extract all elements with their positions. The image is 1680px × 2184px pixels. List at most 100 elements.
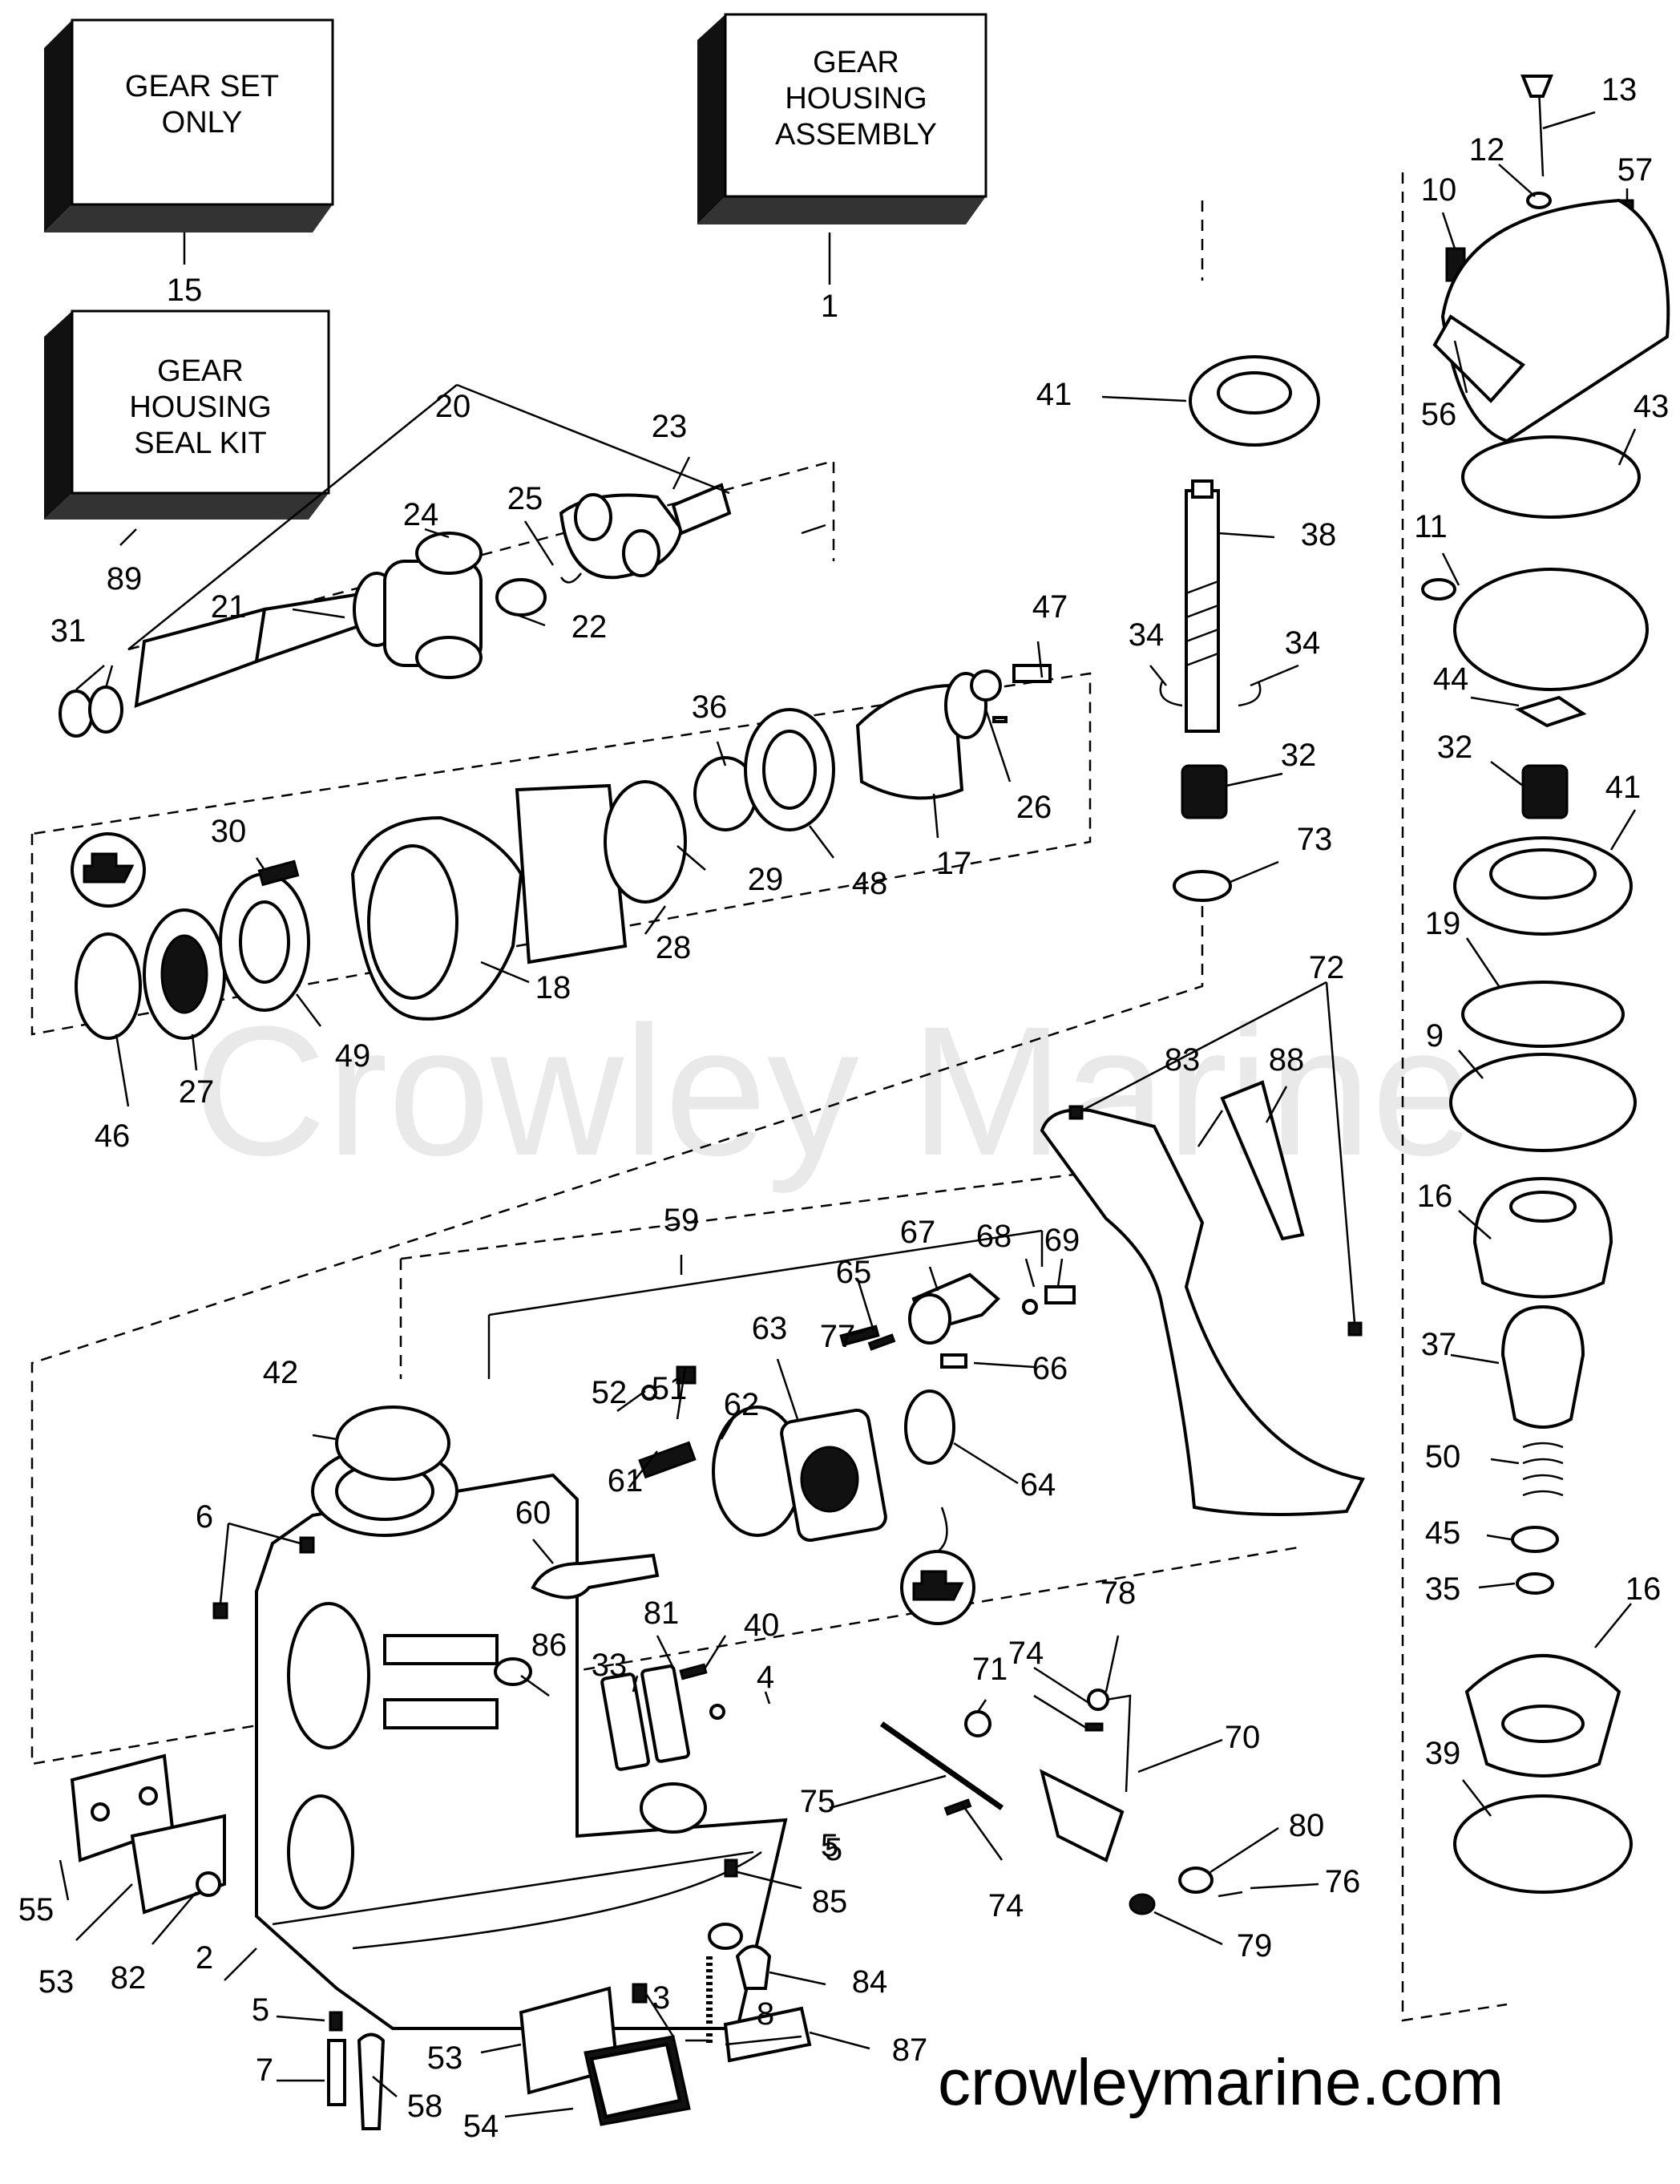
- callout-76: 76: [1325, 1864, 1361, 1899]
- callout-60: 60: [515, 1495, 551, 1531]
- callout-10: 10: [1421, 172, 1457, 208]
- drive-shaft-assembly: [134, 483, 732, 709]
- callout-24: 24: [403, 497, 439, 532]
- callout-77: 77: [820, 1319, 856, 1354]
- callout-7: 7: [256, 2053, 273, 2088]
- bottom-parts: [70, 1753, 812, 2130]
- callout-11: 11: [1414, 509, 1448, 544]
- callout-64: 64: [1020, 1467, 1056, 1503]
- callout-78: 78: [1100, 1575, 1137, 1611]
- callout-46: 46: [95, 1118, 131, 1154]
- callout-23: 23: [652, 409, 688, 444]
- callout-28: 28: [656, 930, 692, 965]
- callout-38: 38: [1301, 517, 1337, 552]
- bolt-30: [257, 859, 300, 887]
- plug-6b: [212, 1602, 228, 1620]
- callout-63: 63: [752, 1311, 788, 1346]
- callout-8: 8: [757, 1996, 774, 2032]
- callout-16b: 16: [1625, 1571, 1662, 1607]
- gear-housing-body: [255, 1446, 788, 2030]
- callout-86: 86: [531, 1628, 567, 1663]
- box-89-line-2: HOUSING: [129, 390, 271, 424]
- cover-plates: [600, 1663, 725, 1771]
- callout-88: 88: [1269, 1042, 1305, 1078]
- callout-87: 87: [892, 2032, 928, 2068]
- callout-labels: 1 2 3 4 5 5 5 6 7 8 9 10 11 12 13 15 16 …: [18, 72, 1670, 2144]
- callout-9: 9: [1426, 1018, 1444, 1054]
- callout-6: 6: [196, 1499, 213, 1535]
- callout-16a: 16: [1417, 1179, 1453, 1214]
- callout-32a: 32: [1281, 738, 1317, 773]
- callout-32b: 32: [1437, 730, 1473, 765]
- callout-54: 54: [463, 2109, 499, 2144]
- callout-5c: 5: [825, 1832, 842, 1867]
- seal-ring-31b: [88, 686, 123, 734]
- leader-lines: [59, 111, 1637, 2118]
- seal-ring-31a: [59, 690, 94, 738]
- shift-linkage: [879, 1689, 1243, 1915]
- callout-25: 25: [507, 481, 543, 516]
- callout-82: 82: [111, 1960, 147, 1996]
- callout-34a: 34: [1129, 617, 1165, 653]
- box-1-line-2: HOUSING: [785, 82, 927, 115]
- callout-59: 59: [664, 1203, 700, 1238]
- callout-18: 18: [535, 970, 571, 1005]
- callout-5b: 5: [252, 1992, 269, 2028]
- callout-70: 70: [1225, 1720, 1261, 1755]
- icon-tool-badge-lower: [900, 1550, 975, 1625]
- callout-31: 31: [50, 613, 87, 649]
- callout-80: 80: [1289, 1808, 1325, 1843]
- box-1-line-3: ASSEMBLY: [775, 118, 937, 152]
- callout-50: 50: [1425, 1439, 1461, 1474]
- right-column-parts: [1421, 75, 1670, 1894]
- box-89-line-3: SEAL KIT: [134, 427, 266, 460]
- callout-37: 37: [1421, 1327, 1457, 1362]
- callout-61: 61: [608, 1463, 644, 1498]
- callout-15: 15: [167, 273, 203, 308]
- callout-13: 13: [1601, 72, 1638, 107]
- callout-65: 65: [836, 1255, 872, 1290]
- callout-79: 79: [1237, 1928, 1273, 1964]
- callout-4: 4: [757, 1660, 774, 1695]
- callout-53a: 53: [38, 1964, 75, 2000]
- box-89-line-1: GEAR: [157, 354, 244, 388]
- callout-51: 51: [652, 1371, 688, 1406]
- callout-42: 42: [263, 1355, 299, 1390]
- callout-41b: 41: [1605, 770, 1642, 805]
- callout-71: 71: [972, 1652, 1008, 1687]
- callout-56: 56: [1421, 397, 1457, 432]
- callout-17: 17: [936, 846, 972, 881]
- callout-3: 3: [652, 1980, 670, 2016]
- callout-36: 36: [692, 690, 728, 725]
- callout-21: 21: [211, 589, 247, 625]
- callout-27: 27: [179, 1074, 215, 1110]
- callout-40: 40: [744, 1608, 780, 1643]
- callout-73: 73: [1297, 822, 1333, 857]
- callout-19: 19: [1425, 906, 1461, 941]
- callout-66: 66: [1032, 1351, 1068, 1386]
- callout-44: 44: [1433, 661, 1469, 697]
- plug-6a: [299, 1536, 315, 1554]
- callout-29: 29: [748, 862, 784, 897]
- callout-74a: 74: [1008, 1636, 1044, 1671]
- callout-81: 81: [644, 1596, 680, 1631]
- bearing-housing-group: [75, 664, 1052, 1040]
- callout-84: 84: [852, 1964, 888, 2000]
- box-15-line-1: GEAR SET: [125, 70, 279, 103]
- callout-48: 48: [852, 866, 888, 901]
- callout-5a: 5: [821, 1828, 838, 1863]
- callout-75: 75: [800, 1784, 836, 1819]
- callout-43: 43: [1634, 389, 1670, 424]
- footer-url[interactable]: crowleymarine.com: [938, 2046, 1504, 2119]
- anode-83: [1040, 1080, 1365, 1516]
- callout-2: 2: [196, 1940, 213, 1976]
- callout-74b: 74: [988, 1888, 1024, 1923]
- callout-39: 39: [1425, 1736, 1461, 1771]
- callout-57: 57: [1617, 152, 1654, 188]
- callout-52: 52: [592, 1375, 628, 1410]
- o-ring-42: [335, 1405, 450, 1481]
- callout-33: 33: [592, 1648, 628, 1683]
- callout-68: 68: [976, 1219, 1012, 1254]
- callout-72: 72: [1309, 950, 1345, 985]
